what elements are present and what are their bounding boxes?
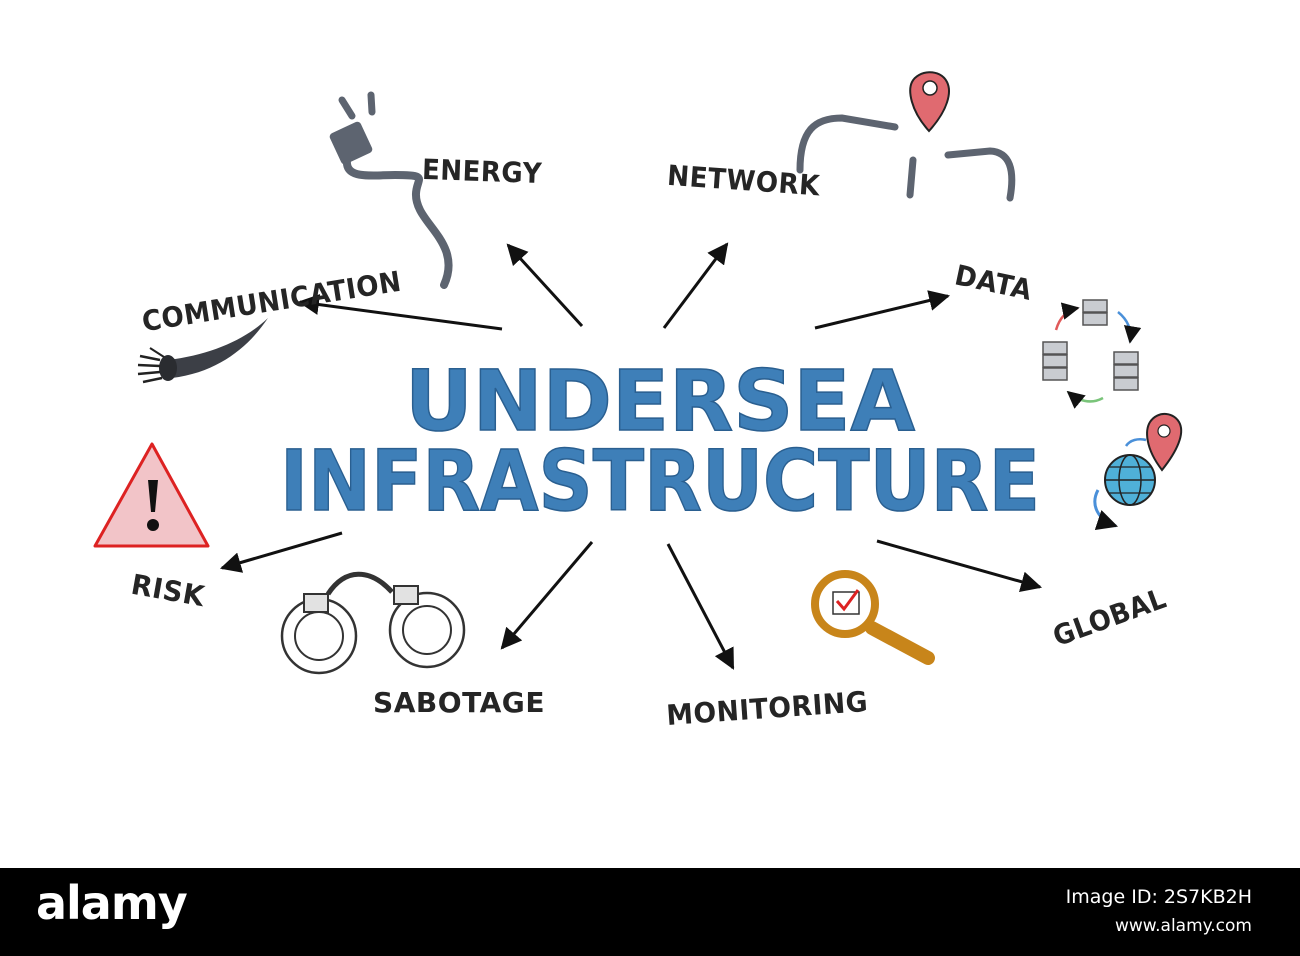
arrow-to-risk	[219, 531, 343, 573]
keyword-monitoring: MONITORING	[665, 685, 869, 732]
warning-triangle-icon	[93, 442, 210, 548]
keyword-energy: ENERGY	[421, 153, 542, 190]
keyword-sabotage: SABOTAGE	[373, 686, 545, 719]
server-cycle-icon	[1042, 299, 1142, 409]
brand-logo[interactable]: alamy	[36, 876, 188, 930]
arrow-to-sabotage	[500, 541, 594, 650]
arrow-to-network	[662, 242, 729, 329]
keyword-data: DATA	[952, 258, 1035, 306]
handcuffs-icon	[280, 571, 466, 675]
arrow-to-data	[814, 290, 951, 330]
power-plug-icon	[329, 91, 453, 289]
arrow-to-monitoring	[666, 543, 735, 670]
arrows	[219, 242, 1043, 670]
arrow-to-energy	[506, 243, 584, 328]
magnifier-check-icon	[811, 570, 935, 665]
map-pin-network-icon	[796, 71, 1016, 202]
image-id-label: Image ID: 2S7KB2H	[1065, 886, 1252, 908]
mind-map-diagram: UNDERSEA INFRASTRUCTURE ENERGY COMMUNICA…	[93, 71, 1183, 732]
watermark-footer: alamy Image ID: 2S7KB2H www.alamy.com	[0, 868, 1300, 956]
site-url-label[interactable]: www.alamy.com	[1114, 916, 1252, 936]
arrow-to-communication	[297, 294, 503, 331]
keyword-communication: COMMUNICATION	[140, 265, 404, 339]
title-line-1: UNDERSEA	[405, 352, 915, 450]
arrow-to-global	[876, 539, 1043, 592]
title-line-2: INFRASTRUCTURE	[280, 432, 1040, 530]
keyword-global: GLOBAL	[1048, 582, 1170, 653]
globe-pin-icon	[1093, 413, 1183, 530]
fiber-cable-icon	[137, 318, 268, 384]
keyword-risk: RISK	[129, 568, 208, 613]
